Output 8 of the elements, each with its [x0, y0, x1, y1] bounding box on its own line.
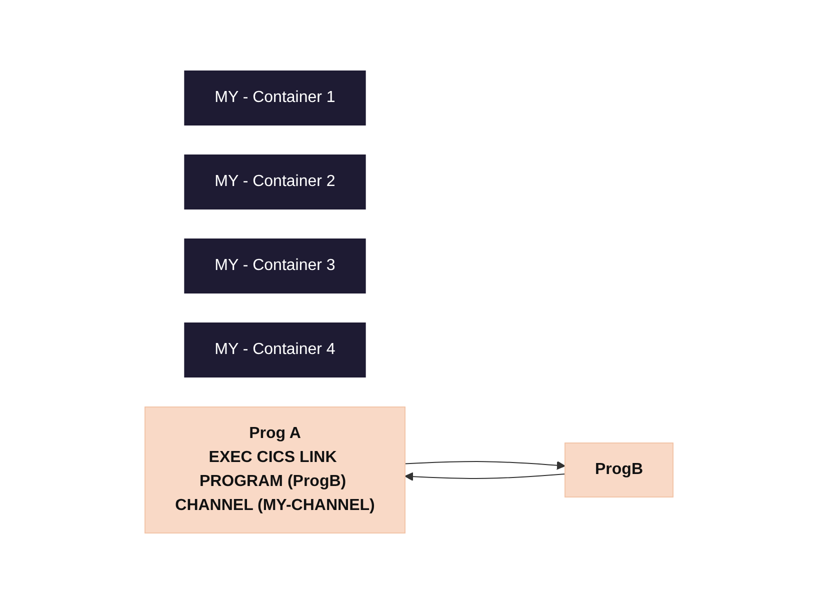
node-box: Prog A EXEC CICS LINK PROGRAM (ProgB) CHANNEL (MY-CHANNEL): [144, 406, 405, 533]
node-box: MY - Container 3: [184, 238, 366, 293]
arrow: [404, 472, 565, 480]
node-box: MY - Container 2: [184, 154, 366, 209]
node-box: MY - Container 4: [184, 322, 366, 377]
arrow: [404, 460, 565, 470]
node-box: MY - Container 1: [184, 70, 366, 125]
node-box: ProgB: [564, 442, 673, 497]
